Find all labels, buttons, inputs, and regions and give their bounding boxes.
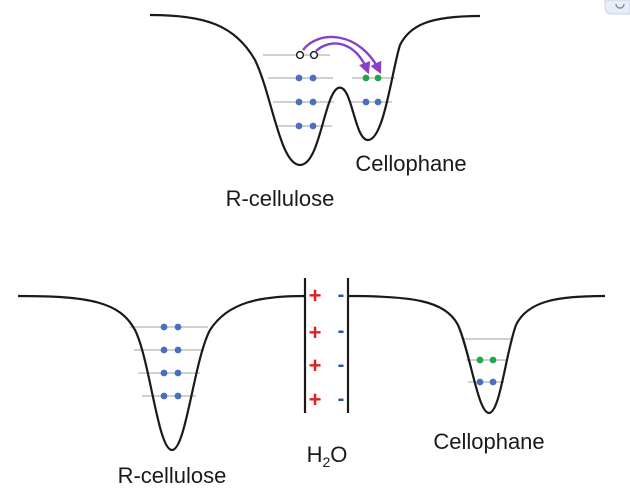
bottom-cellophane-label: Cellophane [433,429,544,454]
cellophane-transferred-electrons [362,74,382,82]
negative-charges: - - - - [338,284,345,410]
top-r-cellulose-label: R-cellulose [226,186,335,211]
positive-charge-2: + [309,320,322,345]
negative-charge-4: - [338,388,345,410]
negative-charge-3: - [338,354,345,376]
r-cellulose-electrons-bottom [160,323,182,400]
bottom-panel: + + + + - - - - R-cellulose Cellophane H… [17,278,606,488]
water-label-o: O [330,442,347,467]
positive-charge-3: + [309,353,322,378]
electron-transfer-arrows [302,35,382,75]
negative-charge-2: - [338,320,345,342]
positive-charges: + + + + [309,283,322,412]
water-label: H2O [307,442,348,470]
cellophane-electrons [362,98,382,106]
bottom-r-cellulose-label: R-cellulose [118,463,227,488]
transfer-arrow-outer [302,35,382,75]
corner-badge-icon [604,0,630,15]
water-label-h: H [307,442,323,467]
cellophane-electrons-bottom [476,378,497,386]
r-cellulose-electrons [295,74,317,130]
water-layer-boundaries [303,278,350,413]
cellophane-energy-levels [350,77,395,103]
r-cellulose-energy-levels-bottom [130,326,208,397]
negative-charge-1: - [338,284,345,306]
positive-charge-4: + [309,387,322,412]
water-label-subscript: 2 [322,454,330,470]
positive-charge-1: + [309,283,322,308]
top-panel: R-cellulose Cellophane [149,13,481,211]
transfer-arrow-inner [315,42,371,75]
top-cellophane-label: Cellophane [355,151,466,176]
r-cellulose-well-curve [17,294,306,452]
vacated-electron-sites [295,50,319,60]
double-well-curve [149,13,481,167]
cellophane-well-curve [347,294,606,415]
cellophane-transferred-electrons-bottom [476,356,497,364]
